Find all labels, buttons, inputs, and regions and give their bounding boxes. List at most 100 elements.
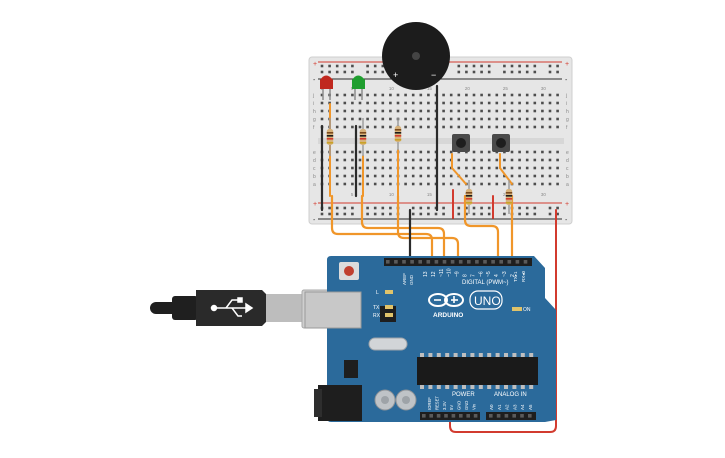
rail-minus-label: - [313,77,316,84]
board-leds: L TX RX ON [373,290,531,319]
resistor-buzzer[interactable] [394,118,402,150]
power-header-label: POWER [452,392,475,398]
rail-plus-label-right: + [565,61,569,68]
analog-header-label: ANALOG IN [494,392,527,398]
green-led-body [352,75,365,89]
row-letter: j [312,93,314,99]
column-number: 10 [389,86,395,91]
resistor-button-2[interactable] [505,180,513,214]
row-letter-right: j [565,93,567,99]
rail-minus-label-bottom-right: - [565,217,568,224]
column-number: 15 [427,86,433,91]
usb-icon [210,297,254,317]
digital-header-label: DIGITAL (PWM~) [462,280,509,286]
row-letter-right: e [566,150,569,156]
atmega-chip [417,353,538,389]
wire-red-5v[interactable] [449,209,557,433]
buzzer-minus-label: − [431,70,436,80]
row-letter-right: g [566,117,569,123]
row-letter-right: f [566,125,568,131]
digital-pin-label: ~5 [486,271,492,277]
row-letter: i [313,101,314,107]
power-pin-label: Vin [471,403,476,410]
wire-orange-3[interactable] [396,194,460,264]
row-letter: a [313,182,316,188]
column-number: 5 [351,192,354,197]
serial-pin-label: TX▸1 [513,271,518,282]
analog-pin-label: A1 [497,404,502,410]
rail-plus-label-bottom: + [313,201,317,208]
column-number: 20 [465,86,471,91]
digital-pin-label: 8 [463,274,469,277]
power-pin-label: GND [464,401,469,410]
arduino-logo: ARDUINO UNO [428,290,503,319]
model-label: UNO [474,294,501,308]
row-letter: h [313,109,316,115]
digital-pin-label: ~6 [478,271,484,277]
wire-orange-4[interactable] [463,194,500,264]
row-letter: c [313,166,316,172]
row-letter: f [313,125,315,131]
row-letter: e [313,150,316,156]
column-number: 30 [541,86,547,91]
digital-pin-label: 13 [423,271,429,277]
resistor-button-1[interactable] [465,180,473,214]
brand-label: ARDUINO [433,312,463,319]
green-led[interactable] [352,75,365,101]
push-button-1[interactable] [452,134,470,152]
digital-pin-label: 4 [494,274,500,277]
led-tx-label: TX [373,305,380,311]
digital-pin-label: 7 [470,274,476,277]
resistors [326,118,513,214]
wire-orange-bb-5[interactable] [499,167,513,185]
power-pin-label: 5V [449,405,454,410]
row-letter-right: c [566,166,569,172]
row-letter-right: a [566,182,569,188]
on-label: ON [523,307,531,313]
row-letter-right: i [566,101,567,107]
wire-orange-2[interactable] [360,194,446,264]
serial-pin-label: RX◂0 [521,270,526,282]
row-letter-right: h [566,109,569,115]
voltage-regulator [344,360,358,378]
wire-orange-bb-4[interactable] [451,167,467,185]
column-number: 10 [389,192,395,197]
dc-power-jack [314,385,362,421]
resistor-led-green[interactable] [359,118,367,156]
analog-pin-label: A2 [505,404,510,410]
row-letter: d [313,158,316,164]
column-number: 25 [503,192,509,197]
digital-pin-label: 12 [431,271,437,277]
crystal-oscillator [368,337,408,351]
led-rx-label: RX [373,313,381,319]
red-led-body [320,75,333,89]
digital-pin-label: 2 [510,274,516,277]
capacitors [374,389,417,411]
row-letter: b [313,174,316,180]
wires [320,84,557,433]
power-pin-label: RESET [434,396,439,410]
push-button-2[interactable] [492,134,510,152]
rail-plus-label: + [313,61,317,68]
red-led[interactable] [320,75,333,101]
gnd-label: GND [409,274,414,285]
resistor-led-red[interactable] [326,118,334,156]
row-letter-right: b [566,174,569,180]
analog-pin-label: A5 [528,404,533,410]
piezo-buzzer[interactable]: + − [382,22,450,90]
reset-button[interactable] [339,262,359,280]
column-number: 30 [541,192,547,197]
digital-pin-label: ~11 [439,269,445,277]
row-letter: g [313,117,316,123]
led-l-label: L [376,290,379,296]
column-number: 15 [427,192,433,197]
usb-b-port [304,291,362,329]
rail-minus-label-right: - [565,77,568,84]
power-pin-label: IOREF [427,397,432,410]
